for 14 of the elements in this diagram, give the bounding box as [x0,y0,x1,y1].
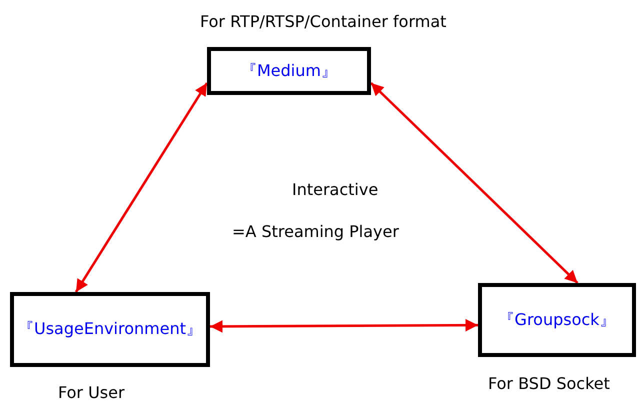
note: =A Streaming Player [232,222,399,241]
node-label: For BSD Socket [488,374,610,393]
class-name: 『UsageEnvironment』 [18,319,202,340]
class-box [207,47,371,95]
class-name: 『Medium』 [241,60,337,82]
double-arrow [210,319,478,333]
double-arrow [74,82,208,293]
double-arrow [370,82,578,284]
class-name: 『Groupsock』 [498,310,616,330]
note: Interactive [292,180,378,199]
class-box [10,292,210,367]
class-box [478,283,636,357]
node-label: For User [58,383,125,402]
node-label: For RTP/RTSP/Container format [200,12,446,31]
